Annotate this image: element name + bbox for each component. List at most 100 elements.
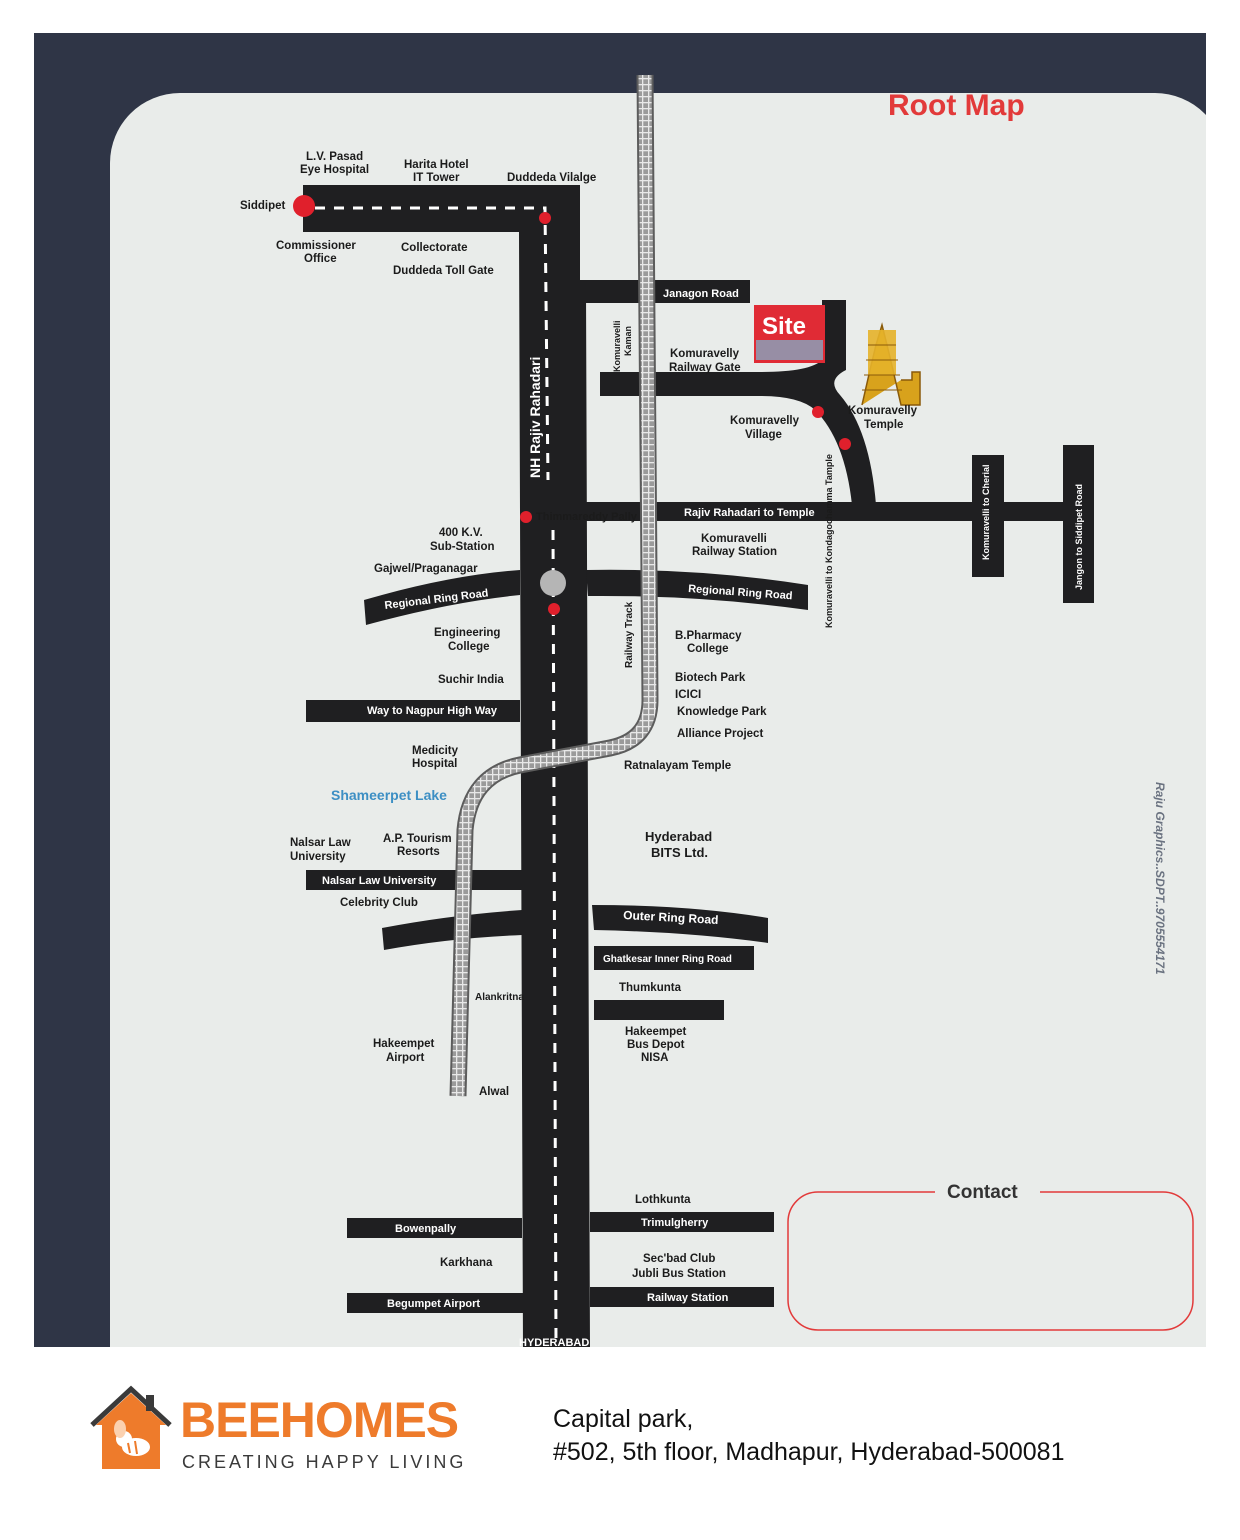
place-label: ICICI	[675, 689, 701, 701]
place-label: Hakeempet	[625, 1026, 687, 1038]
place-label: Office	[304, 253, 337, 265]
place-label: Duddeda Vilalge	[507, 172, 596, 184]
cherial-road	[972, 455, 1004, 577]
place-label: Hospital	[412, 758, 457, 770]
address-line-2: #502, 5th floor, Madhapur, Hyderabad-500…	[553, 1438, 1065, 1466]
road-label: Way to Nagpur High Way	[367, 705, 498, 717]
hyderabad-label: HYDERABAD	[519, 1337, 589, 1349]
place-label: Eye Hospital	[300, 164, 369, 176]
railway-station-road	[590, 1287, 774, 1307]
address-line-1: Capital park,	[553, 1405, 694, 1433]
highway-centerline	[315, 206, 558, 1346]
outer-ring-road-left	[382, 910, 522, 950]
temple-tower-icon	[861, 322, 921, 406]
place-label: Collectorate	[401, 242, 467, 254]
road-label: Jangon to Siddipet Road	[1074, 484, 1084, 590]
house-bee-icon	[90, 1385, 172, 1469]
place-label: IT Tower	[413, 172, 460, 184]
place-label: Nalsar Law	[290, 837, 351, 849]
road-label: Komuravelli to Cherial	[981, 464, 991, 560]
place-label: Jubli Bus Station	[632, 1268, 726, 1280]
place-label: BITS Ltd.	[651, 845, 708, 860]
site-label: Site	[762, 313, 806, 340]
place-label: College	[687, 643, 729, 655]
contact-box	[787, 1191, 1194, 1331]
place-label: Engineering	[434, 627, 500, 639]
place-label: Gajwel/Praganagar	[374, 563, 478, 575]
road-labels: Janagon Road Rajiv Rahadari to Temple Re…	[322, 288, 1084, 1310]
trimulgherry-road	[590, 1212, 774, 1232]
place-label: Airport	[386, 1052, 425, 1064]
road-label: Ghatkesar Inner Ring Road	[603, 954, 732, 965]
place-label: Alankritna	[475, 992, 524, 1003]
place-label: Duddeda Toll Gate	[393, 265, 494, 277]
bowenpally-road	[347, 1218, 522, 1238]
place-label: Komuravelly	[730, 415, 800, 427]
road-label: Janagon Road	[663, 288, 739, 300]
railway-track	[449, 74, 659, 1097]
place-label: A.P. Tourism	[383, 833, 452, 845]
map-title: Root Map	[888, 89, 1025, 122]
ring-road-marker	[548, 603, 560, 615]
place-label: Hyderabad	[645, 829, 712, 844]
place-label: Railway Track	[624, 601, 635, 668]
place-label: Railway Gate	[669, 362, 741, 374]
place-label: Medicity	[412, 745, 459, 757]
place-label: Karkhana	[440, 1257, 493, 1269]
place-label: Thimmareddy Pally	[536, 511, 638, 523]
nagpur-highway	[306, 700, 520, 722]
road-label: Trimulgherry	[641, 1217, 709, 1229]
place-label: Sec'bad Club	[643, 1253, 715, 1265]
footer	[0, 1347, 1240, 1540]
place-label: Thumkunta	[619, 982, 682, 994]
begumpet-road	[347, 1293, 523, 1313]
janagon-road	[578, 280, 750, 303]
place-label: University	[290, 851, 346, 863]
thimmareddy-marker	[520, 511, 532, 523]
junction-circle	[540, 570, 566, 596]
map-markers	[293, 195, 851, 615]
rajiv-rahadari-to-temple	[586, 502, 1066, 521]
outer-ring-road-right	[592, 905, 768, 943]
place-label: NISA	[641, 1052, 668, 1064]
thumkunta-road	[594, 1000, 724, 1020]
ghatkesar-road	[594, 946, 754, 970]
place-label: Komuravelly	[848, 405, 918, 417]
place-label: Resorts	[397, 846, 440, 858]
road-label: Bowenpally	[395, 1223, 457, 1235]
road-label: Begumpet Airport	[387, 1298, 480, 1310]
place-label: Alwal	[479, 1086, 509, 1098]
jangon-siddipet-road	[1063, 445, 1094, 603]
road-label: Outer Ring Road	[623, 908, 719, 927]
contact-label: Contact	[947, 1182, 1018, 1203]
road-label: Nalsar Law University	[322, 875, 437, 887]
place-label: Suchir India	[438, 674, 504, 686]
place-label: Siddipet	[240, 200, 286, 212]
place-label: College	[448, 641, 490, 653]
place-label: Biotech Park	[675, 672, 746, 684]
site-road	[600, 300, 876, 505]
place-label: Knowledge Park	[677, 706, 767, 718]
place-label: Hakeempet	[373, 1038, 435, 1050]
temple-marker-1	[812, 406, 824, 418]
road-label: Railway Station	[647, 1292, 729, 1304]
place-label: Harita Hotel	[404, 159, 469, 171]
place-label: Celebrity Club	[340, 897, 418, 909]
lake-label: Shameerpet Lake	[331, 787, 447, 803]
toll-gate-marker	[539, 212, 551, 224]
place-label: Komuravelli	[701, 533, 767, 545]
place-label: Alliance Project	[677, 728, 763, 740]
temple-marker-2	[839, 438, 851, 450]
place-label: Komuravelli	[612, 320, 622, 372]
place-label: B.Pharmacy	[675, 630, 742, 642]
place-label: Temple	[864, 419, 903, 431]
place-label: Bus Depot	[627, 1039, 685, 1051]
highway-label: NH Rajiv Rahadari	[527, 357, 543, 478]
place-label: Railway Station	[692, 546, 777, 558]
brand-name: BEEHOMES	[180, 1392, 459, 1448]
road-label: Komuravelli to Kondagochamma Tample	[824, 454, 834, 628]
place-label: Lothkunta	[635, 1194, 691, 1206]
credit-text: Raju Graphics..SDPT..9705554171	[1153, 782, 1167, 975]
place-label: L.V. Pasad	[306, 151, 363, 163]
